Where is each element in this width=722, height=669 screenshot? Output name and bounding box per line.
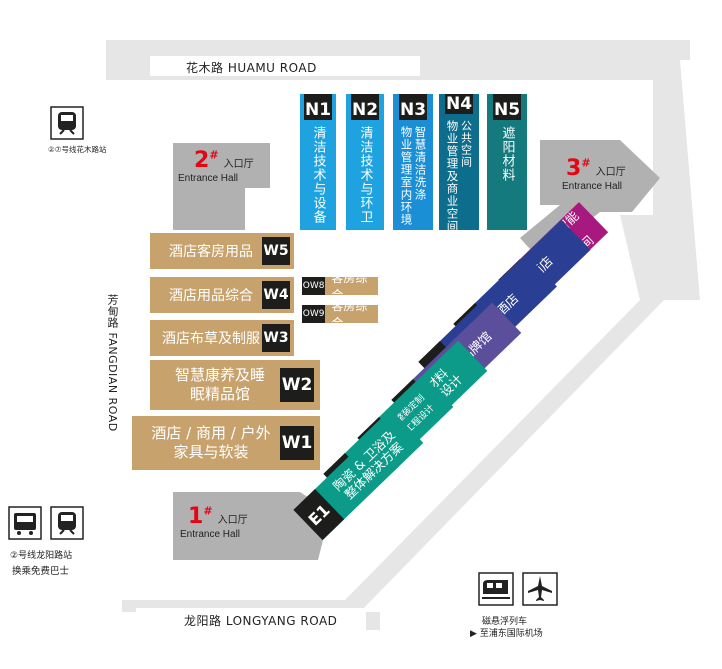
maglev-airport-label: ▶ 至浦东国际机场 bbox=[470, 629, 543, 639]
hall-w1-code: W1 bbox=[280, 426, 314, 460]
road-south bbox=[136, 608, 366, 630]
hall-ow8[interactable]: OW8 客房综合 bbox=[302, 271, 378, 302]
hall-w1-label: 酒店 / 商用 / 户外家具与软装 bbox=[151, 424, 271, 461]
hall-w2-label: 智慧康养及睡眠精品馆 bbox=[174, 366, 265, 403]
hall-w3-label: 酒店布草及制服 bbox=[162, 331, 260, 347]
hall-w5[interactable]: 酒店客房用品 W5 bbox=[150, 233, 294, 269]
hall-w2-code: W2 bbox=[280, 368, 314, 402]
metro-top-label: ②⑦号线花木路站 bbox=[48, 145, 107, 154]
hall-n3-label-col: 智慧清洁洗涤 bbox=[413, 126, 428, 201]
entrance-2-en: Entrance Hall bbox=[178, 173, 239, 184]
entrance-3-number: 3 bbox=[566, 156, 582, 181]
hall-n5-code: N5 bbox=[493, 94, 521, 120]
entrance-3-mark: # bbox=[581, 156, 591, 170]
hall-n1-label: 清洁技术与设备 bbox=[311, 126, 326, 224]
hall-w4-code: W4 bbox=[262, 281, 290, 309]
entrance-1[interactable]: 1# 入口厅 Entrance Hall bbox=[180, 504, 248, 540]
hall-n2[interactable]: N2 清洁技术与环卫 bbox=[346, 94, 384, 230]
entrance-3[interactable]: 3# 入口厅 Entrance Hall bbox=[562, 156, 626, 192]
hall-w4-label: 酒店用品综合 bbox=[169, 288, 253, 304]
hall-n4-code: N4 bbox=[445, 94, 473, 114]
road-north bbox=[150, 56, 420, 76]
bus-left-label: 换乘免费巴士 bbox=[12, 566, 70, 577]
hall-n5[interactable]: N5 遮阳材料 bbox=[487, 94, 527, 230]
hall-n4-label-col: 公共空间 bbox=[459, 120, 473, 168]
bus-icon-left bbox=[8, 506, 42, 540]
entrance-2-mark: # bbox=[209, 148, 219, 162]
hall-ow9-label: 客房综合 bbox=[331, 299, 368, 330]
metro-icon-left bbox=[50, 506, 84, 540]
road-label-west: 芳甸路 FANGDIAN ROAD bbox=[106, 294, 119, 432]
hall-ow8-code: OW8 bbox=[302, 277, 326, 295]
hall-w5-label: 酒店客房用品 bbox=[169, 244, 253, 260]
hall-w2[interactable]: 智慧康养及睡眠精品馆 W2 bbox=[150, 360, 320, 410]
hall-w1[interactable]: 酒店 / 商用 / 户外家具与软装 W1 bbox=[132, 416, 320, 470]
hall-ow9-code: OW9 bbox=[302, 305, 326, 323]
entrance-1-number: 1 bbox=[188, 504, 204, 529]
road-label-north: 花木路 HUAMU ROAD bbox=[186, 61, 317, 75]
road-label-south: 龙阳路 LONGYANG ROAD bbox=[184, 614, 338, 628]
maglev-label: 磁悬浮列车 bbox=[482, 617, 528, 627]
hall-n5-label-col: 遮阳材料 bbox=[499, 126, 515, 182]
airplane-icon bbox=[522, 572, 558, 606]
hall-n2-label-col: 清洁技术与环卫 bbox=[357, 126, 373, 224]
maglev-icon bbox=[478, 572, 514, 606]
entrance-3-zh: 入口厅 bbox=[595, 167, 626, 178]
entrance-2-number: 2 bbox=[194, 148, 210, 173]
hall-n1-code: N1 bbox=[304, 94, 332, 120]
entrance-3-en: Entrance Hall bbox=[562, 181, 623, 192]
metro-icon-top bbox=[50, 106, 84, 140]
metro-left-label: ②号线龙阳路站 bbox=[10, 551, 73, 561]
entrance-hall-2-block bbox=[173, 143, 270, 230]
hall-ow8-label: 客房综合 bbox=[331, 271, 368, 302]
hall-ow9[interactable]: OW9 客房综合 bbox=[302, 299, 378, 330]
hall-w3[interactable]: 酒店布草及制服 W3 bbox=[150, 320, 294, 356]
entrance-2[interactable]: 2# 入口厅 Entrance Hall bbox=[178, 148, 254, 184]
road-west bbox=[108, 250, 122, 470]
entrance-1-zh: 入口厅 bbox=[217, 515, 248, 526]
hall-w4[interactable]: 酒店用品综合 W4 bbox=[150, 277, 294, 313]
entrance-1-en: Entrance Hall bbox=[180, 529, 241, 540]
hall-n3-label-col: 物业管理室内环境 bbox=[399, 126, 414, 226]
hall-w3-code: W3 bbox=[262, 324, 290, 352]
hall-w5-code: W5 bbox=[262, 237, 290, 265]
hall-n3[interactable]: N3 智慧清洁洗涤物业管理室内环境 bbox=[393, 94, 433, 230]
hall-n5-label: 遮阳材料 bbox=[500, 126, 515, 182]
hall-n3-label: 智慧清洁洗涤物业管理室内环境 bbox=[399, 126, 428, 226]
entrance-2-zh: 入口厅 bbox=[223, 159, 254, 170]
entrance-1-mark: # bbox=[203, 504, 213, 518]
hall-n4-label-col: 物业管理及商业空间 bbox=[445, 120, 460, 233]
hall-n2-code: N2 bbox=[351, 94, 379, 120]
hall-n2-label: 清洁技术与环卫 bbox=[358, 126, 373, 224]
hall-n4-label: 公共空间物业管理及商业空间 bbox=[446, 120, 473, 233]
hall-n4[interactable]: N4 公共空间物业管理及商业空间 bbox=[439, 94, 479, 233]
hall-n1[interactable]: N1 清洁技术与设备 bbox=[300, 94, 336, 230]
hall-n1-label-col: 清洁技术与设备 bbox=[310, 126, 326, 224]
entrance-hall-1-block bbox=[173, 492, 330, 560]
hall-n3-code: N3 bbox=[399, 94, 427, 120]
